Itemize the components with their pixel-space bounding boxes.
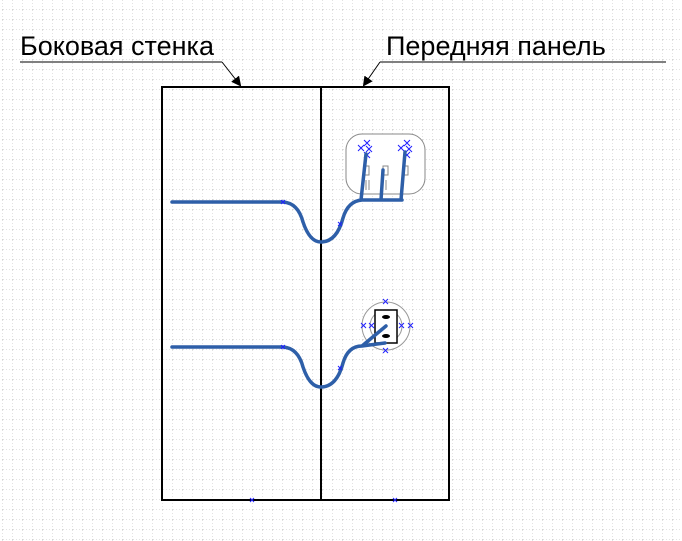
side-wall-leader-arrow	[221, 61, 242, 87]
cable-connection-points	[249, 199, 398, 503]
three-pin-plug[interactable]	[345, 133, 426, 195]
side-wall-label: Боковая стенка	[20, 31, 215, 61]
cabinet-outline	[161, 86, 450, 501]
socket-cable[interactable]	[170, 324, 388, 389]
plug-cable[interactable]	[170, 150, 407, 244]
front-panel-leader-arrow	[362, 61, 381, 87]
front-panel-label: Передняя панель	[386, 31, 606, 61]
connection-points	[360, 298, 414, 354]
